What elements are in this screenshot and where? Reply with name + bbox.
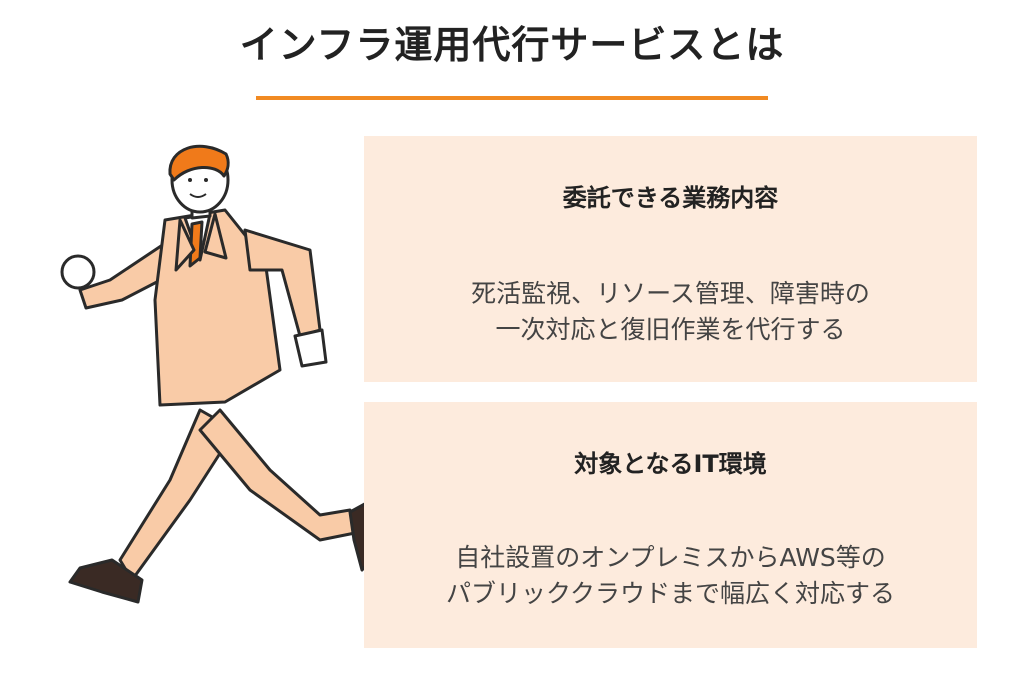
page-title: インフラ運用代行サービスとは	[239, 23, 785, 67]
card-body-line: パブリッククラウドまで幅広く対応する	[445, 579, 895, 608]
running-businessman-icon	[60, 144, 390, 604]
card-body: 自社設置のオンプレミスからAWS等の パブリッククラウドまで幅広く対応する	[364, 540, 977, 612]
card-body-line: 自社設置のオンプレミスからAWS等の	[455, 543, 886, 572]
card-heading: 対象となるIT環境	[574, 450, 767, 478]
title-underline	[256, 96, 768, 100]
card-service-scope: 委託できる業務内容 死活監視、リソース管理、障害時の 一次対応と復旧作業を代行す…	[364, 136, 977, 382]
card-heading: 委託できる業務内容	[562, 184, 779, 212]
card-target-environment: 対象となるIT環境 自社設置のオンプレミスからAWS等の パブリッククラウドまで…	[364, 402, 977, 648]
card-body: 死活監視、リソース管理、障害時の 一次対応と復旧作業を代行する	[364, 276, 977, 348]
card-body-line: 死活監視、リソース管理、障害時の	[471, 279, 870, 308]
card-body-line: 一次対応と復旧作業を代行する	[495, 315, 846, 344]
